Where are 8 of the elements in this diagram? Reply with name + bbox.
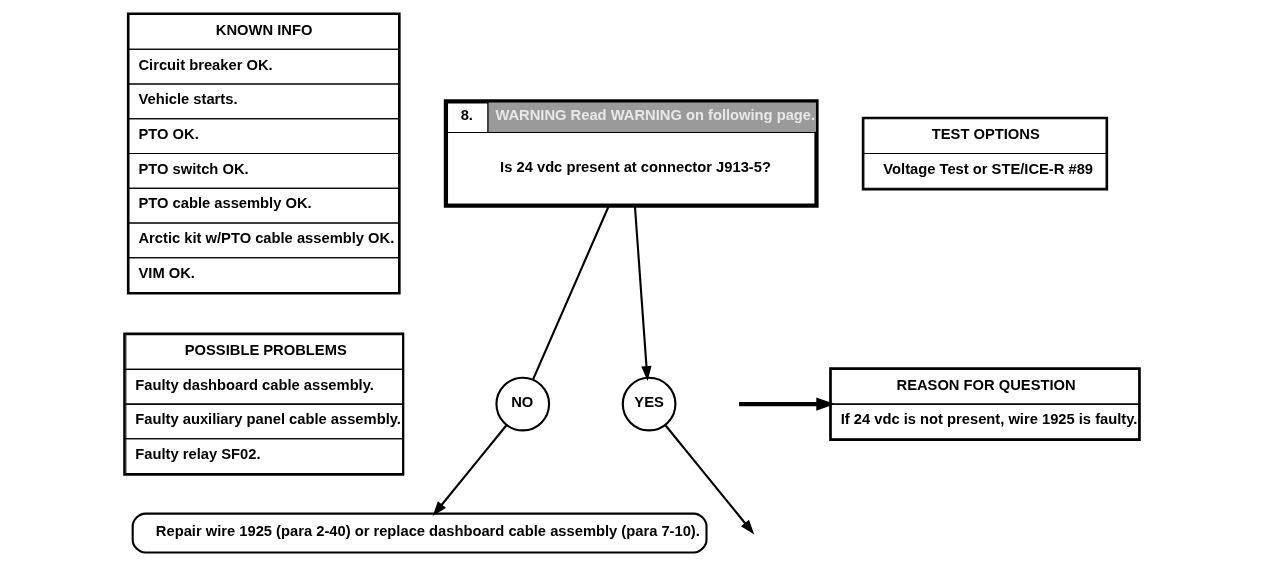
connector [532, 205, 610, 381]
arrow [432, 424, 508, 517]
node-circle: NO [495, 376, 551, 432]
node-circle: YES [621, 376, 677, 432]
node-box: Repair wire 1925 (para 2-40) or replace dashboard cable assembly (para 7-10). [131, 512, 708, 554]
arrow [633, 205, 652, 381]
arrow [664, 424, 755, 535]
arrow [739, 397, 836, 411]
